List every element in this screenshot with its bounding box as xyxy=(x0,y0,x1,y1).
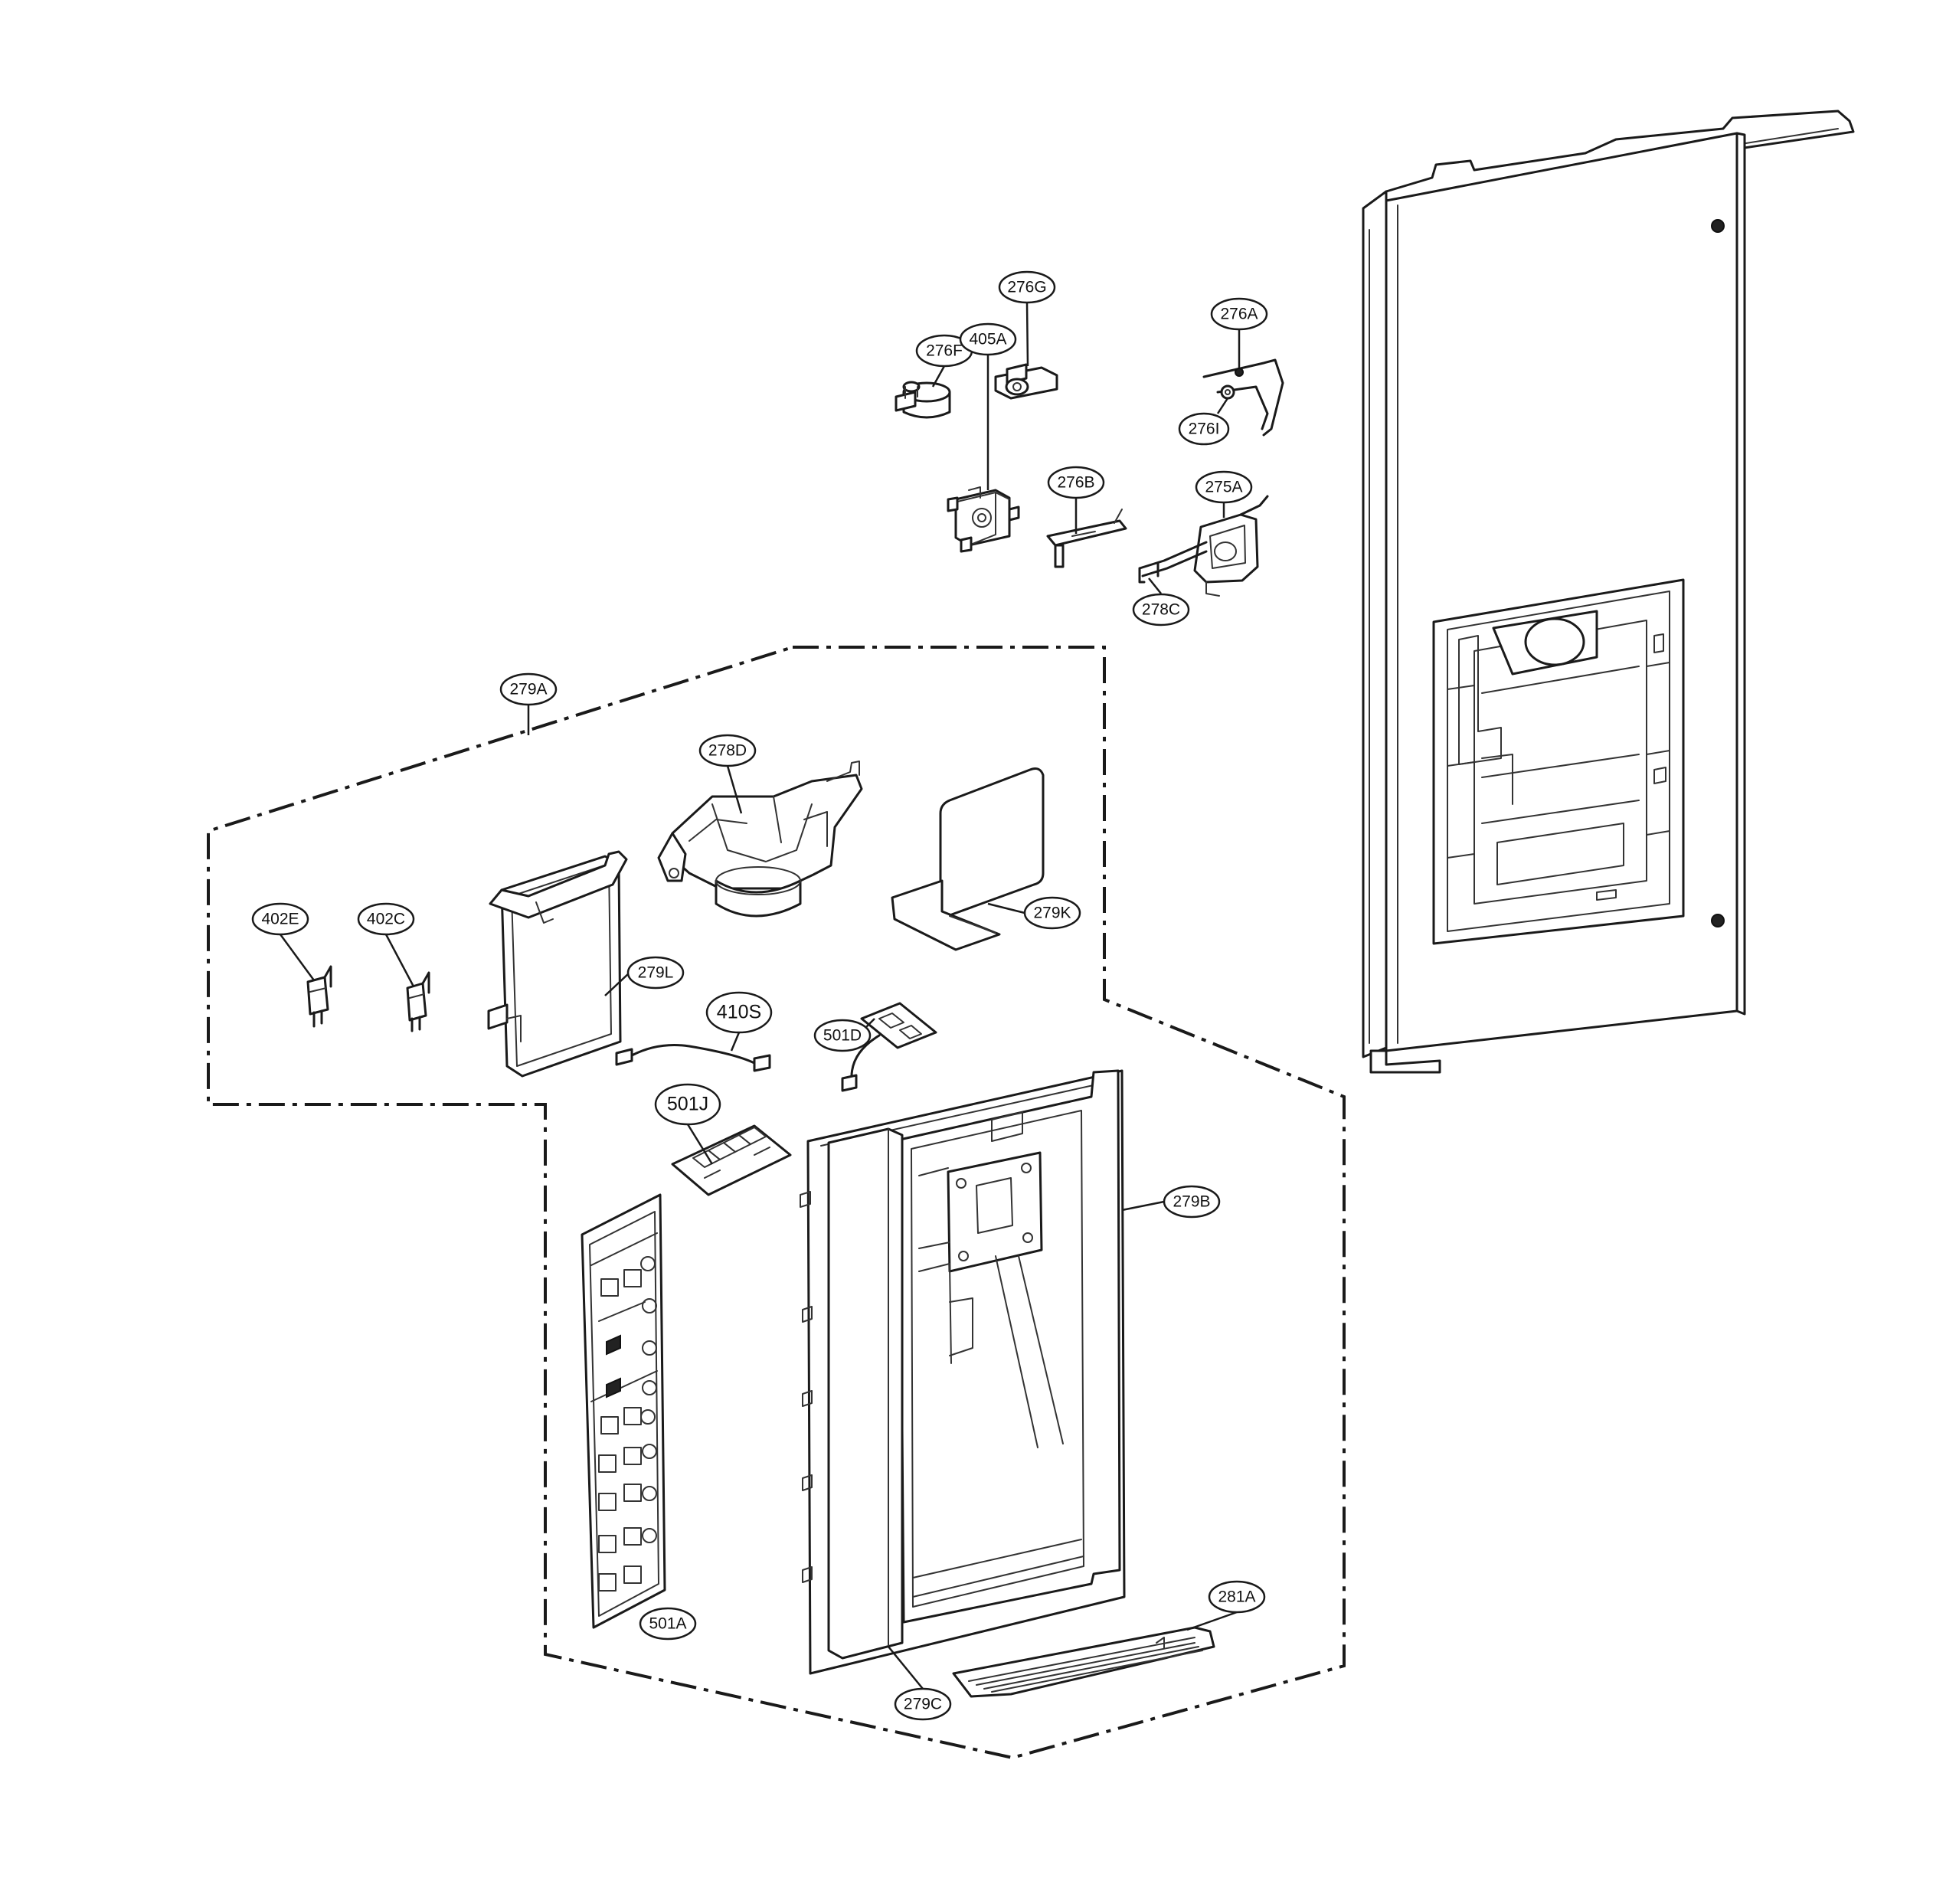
part-402E xyxy=(306,965,332,1028)
label-276B: 276B xyxy=(1057,474,1094,492)
label-501A: 501A xyxy=(649,1615,686,1633)
part-279L xyxy=(487,850,628,1078)
label-279A: 279A xyxy=(509,681,547,698)
callout-279C: 279C xyxy=(894,1687,952,1721)
callout-405A: 405A xyxy=(959,322,1017,356)
label-501J: 501J xyxy=(667,1094,708,1115)
callout-279B: 279B xyxy=(1163,1185,1221,1219)
callout-410S: 410S xyxy=(705,991,773,1034)
callout-279A: 279A xyxy=(499,672,558,706)
callout-276G: 276G xyxy=(998,270,1056,304)
label-402C: 402C xyxy=(367,911,405,928)
callout-402E: 402E xyxy=(251,902,309,936)
label-276G: 276G xyxy=(1007,279,1046,296)
label-278D: 278D xyxy=(708,742,747,760)
part-279C xyxy=(827,1127,904,1660)
part-278C xyxy=(1138,541,1208,584)
callout-501J: 501J xyxy=(654,1083,721,1126)
panel-buttons xyxy=(598,1256,657,1592)
refrigerator-door xyxy=(1362,110,1855,1074)
callout-278C: 278C xyxy=(1132,593,1190,626)
callout-276I: 276I xyxy=(1178,412,1230,446)
part-410S xyxy=(615,1044,771,1072)
callout-278D: 278D xyxy=(698,734,757,767)
part-281A xyxy=(952,1626,1215,1698)
label-410S: 410S xyxy=(717,1002,761,1023)
label-281A: 281A xyxy=(1218,1588,1255,1606)
label-276F: 276F xyxy=(926,342,963,360)
part-501D xyxy=(841,1002,937,1092)
part-501J xyxy=(671,1124,792,1196)
callout-276A: 276A xyxy=(1210,297,1268,331)
label-279K: 279K xyxy=(1033,905,1071,922)
part-276B xyxy=(1046,509,1127,568)
callout-279L: 279L xyxy=(626,956,685,990)
label-279B: 279B xyxy=(1173,1193,1210,1211)
label-279C: 279C xyxy=(904,1696,942,1713)
label-501D: 501D xyxy=(823,1027,862,1045)
label-278C: 278C xyxy=(1142,601,1180,619)
label-276A: 276A xyxy=(1220,306,1258,323)
part-276I xyxy=(1220,384,1235,400)
callout-275A: 275A xyxy=(1195,470,1253,504)
part-279K xyxy=(891,767,1045,951)
callout-276B: 276B xyxy=(1047,466,1105,499)
callout-276F: 276F xyxy=(915,334,973,368)
label-405A: 405A xyxy=(969,331,1006,348)
label-276I: 276I xyxy=(1189,420,1220,438)
part-276G xyxy=(994,363,1058,400)
leader-lines xyxy=(279,302,1241,1690)
part-405A xyxy=(947,486,1020,553)
callout-501A: 501A xyxy=(639,1607,697,1641)
label-279L: 279L xyxy=(638,964,674,982)
callout-281A: 281A xyxy=(1208,1580,1266,1614)
callout-402C: 402C xyxy=(357,902,415,936)
part-276A xyxy=(1202,358,1284,437)
part-278D xyxy=(657,761,863,918)
part-501A xyxy=(581,1193,666,1629)
part-275A xyxy=(1193,495,1269,597)
part-402C xyxy=(406,971,430,1032)
callout-501D: 501D xyxy=(813,1019,872,1052)
callout-279K: 279K xyxy=(1023,896,1081,930)
label-275A: 275A xyxy=(1205,479,1242,496)
part-276F xyxy=(895,381,951,419)
label-402E: 402E xyxy=(261,911,299,928)
